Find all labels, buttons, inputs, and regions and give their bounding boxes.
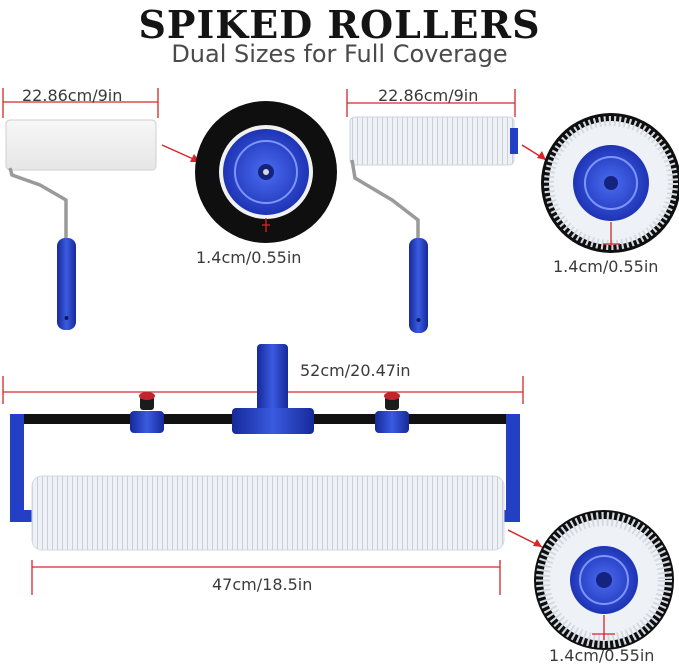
large-spiked-roller <box>2 344 524 595</box>
spiked-drum <box>31 475 505 551</box>
handle-socket <box>257 344 288 416</box>
spiked-roller-9in <box>346 89 518 333</box>
roller-handle <box>57 238 76 330</box>
foam-roller-width-label: 22.86cm/9in <box>22 86 123 105</box>
spiked-roller-spike-label: 1.4cm/0.55in <box>553 257 659 276</box>
page-subtitle: Dual Sizes for Full Coverage <box>171 40 508 68</box>
large-frame-width-label: 52cm/20.47in <box>300 361 411 380</box>
spiked-sleeve <box>349 116 515 166</box>
large-spike-length-label: 1.4cm/0.55in <box>549 646 655 665</box>
roller-handle <box>409 238 428 333</box>
large-drum-width-label: 47cm/18.5in <box>212 575 313 594</box>
large-roller-end-view <box>507 510 674 650</box>
right-frame-arm <box>496 414 520 522</box>
roller-frame-wire <box>8 167 68 240</box>
roller-frame-wire <box>350 159 420 242</box>
spiked-roller-width-label: 22.86cm/9in <box>378 86 479 105</box>
page-title: SPIKED ROLLERS <box>138 2 541 47</box>
foam-roller-9in <box>2 88 159 330</box>
foam-roller-end-view <box>161 101 337 243</box>
spiked-roller-end-view <box>521 113 679 253</box>
foam-roller-core-label: 1.4cm/0.55in <box>196 248 302 267</box>
left-frame-arm <box>10 414 34 522</box>
foam-sleeve <box>5 119 157 171</box>
